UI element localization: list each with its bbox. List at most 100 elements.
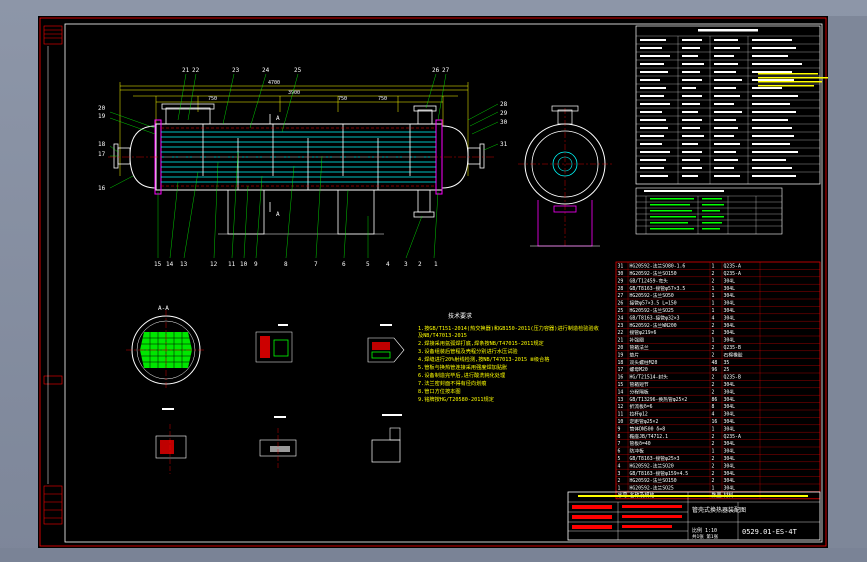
shell-inlet-flange [161,103,215,110]
callouts-left-group: 20 19 18 17 16 [98,105,106,192]
top-dimension-lines [119,82,469,176]
callout-4: 4 [386,261,390,268]
right-panel-bar [828,16,867,548]
parts-list-cell: GB/T12459-弯头 [630,277,669,284]
callout-22: 22 [192,67,200,74]
callout-leaders [109,73,499,259]
callout-1: 1 [434,261,438,268]
nozzle-table [635,187,783,235]
parts-list-cell: 1 [712,293,715,299]
drawing-inner-frame [64,23,823,543]
parts-list-cell: 4 [712,412,715,418]
detail-4 [259,416,297,470]
parts-list-cell: HG20592-法兰SO20 [630,462,674,469]
vent-flange [413,105,437,112]
parts-list-cell: 1 [712,449,715,455]
parts-list-cell: 5 [618,456,621,462]
sheet-label: 共1张 第1张 [692,533,719,540]
parts-list-cell: 2 [712,434,715,440]
callout-14: 14 [166,261,174,268]
parts-list-cell: 2 [712,382,715,388]
parts-list-cell: GB/T8163-接管φ25×3 [630,455,680,462]
technical-notes: 技术要求 1.按GB/T151-2014(热交换器)和GB150-2011(压力… [418,312,599,403]
parts-list-cell: 304L [724,426,736,432]
parts-list-cell: 8 [712,404,715,410]
parts-list-cell: 定距管φ25×2 [630,418,659,425]
callout-2: 2 [418,261,422,268]
parts-list-cell: 1 [618,486,621,492]
vent-nozzle [417,109,433,125]
parts-list-cell: 304L [724,308,736,314]
callout-5: 5 [366,261,370,268]
drawing-number: 0529.01-ES-4T [742,528,798,536]
note-line-2: 及NB/T47013-2015 [418,332,467,339]
parts-list-cell: 2 [712,389,715,395]
parts-list-cell: 4 [712,315,715,321]
note-line-1: 1.按GB/T151-2014(热交换器)和GB150-2011(压力容器)进行… [418,324,599,332]
callout-12: 12 [210,261,218,268]
parts-list-cell: 304L [724,301,736,307]
end-view-top-nozzle [557,109,573,125]
drawing-outer-frame [39,17,827,547]
svg-text:750: 750 [378,96,387,102]
parts-list-cell: 双头螺柱M20 [630,359,658,366]
parts-list-cell: 29 [618,278,624,284]
parts-list-cell: 304L [724,441,736,447]
parts-list-cell: 35 [724,360,730,366]
callout-20: 20 [98,105,106,112]
svg-text:750: 750 [338,96,347,102]
parts-list-cell: 304L [724,286,736,292]
detail-views [155,324,405,474]
parts-list-cell: 11 [618,412,624,418]
callout-6: 6 [342,261,346,268]
notes-title: 技术要求 [448,312,472,320]
parts-list-cell: 30 [618,271,624,277]
shell-outlet-nozzle [417,189,431,213]
callout-29: 29 [500,110,508,117]
callout-15: 15 [154,261,162,268]
parts-list-cell: 7 [618,441,621,447]
scale-label: 比例 1:10 [692,527,717,534]
parts-list-cell: 17 [618,367,624,373]
parts-list-cell: HG20592-法兰SO25 [630,307,674,314]
parts-list-cell: 3 [618,471,621,477]
parts-list-cell: Q235-A [724,434,741,440]
parts-list-cell: 2 [712,456,715,462]
parts-list-cell: 2 [712,478,715,484]
section-aa-label: A-A [158,305,169,312]
parts-list-cell: 分程隔板 [630,388,649,395]
parts-list-cell: Q235-A [724,271,741,277]
baffle-plates [202,124,411,190]
callout-24: 24 [262,67,270,74]
parts-list-cell: 1 [712,338,715,344]
parts-list-cell: 垫片 [630,351,640,358]
parts-list-cell: 304L [724,389,736,395]
svg-text:4700: 4700 [268,80,280,86]
parts-list-cell: 12 [618,404,624,410]
parts-list-cell: 1 [712,308,715,314]
callouts-top-group: 21 22 23 24 25 26 27 [182,67,450,74]
parts-list-cell: 304L [724,323,736,329]
callout-31: 31 [500,141,508,148]
parts-list-cell: 27 [618,293,624,299]
parts-list-cell: HG20592-法兰WN200 [630,322,677,329]
parts-list-cell: 2 [712,323,715,329]
callout-16: 16 [98,185,106,192]
parts-list-cell: 19 [618,352,624,358]
parts-list-cell: 接管φ219×6 [630,329,657,336]
note-line-9: 8.管口方位按本图 [418,387,461,395]
parts-list-cell: 304L [724,338,736,344]
parts-list-cell: 23 [618,323,624,329]
parts-list-cell: 补强圈 [630,337,645,344]
detail-3 [155,408,187,474]
note-line-10: 9.铭牌按HG/T20580-2011规定 [418,395,494,403]
callout-26: 26 [432,67,440,74]
parts-list-cell: 2 [712,441,715,447]
parts-list-cell: 304L [724,419,736,425]
callout-21: 21 [182,67,190,74]
callout-18: 18 [98,141,106,148]
